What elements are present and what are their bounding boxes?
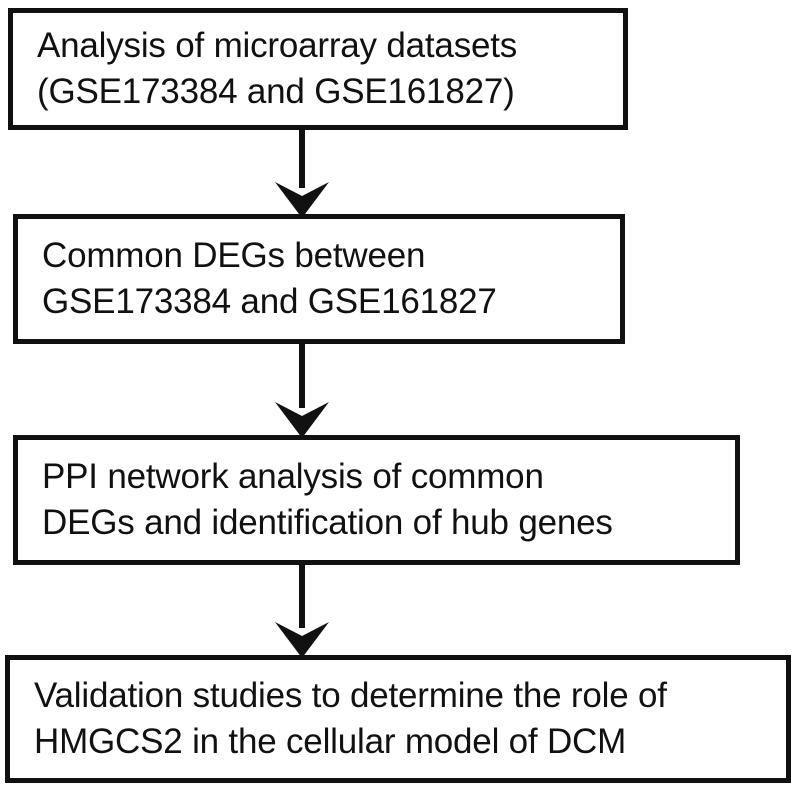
arrow-analysis-to-common-degs [275,126,329,218]
box-line-text: Validation studies to determine the role… [34,676,667,715]
box-line-text: PPI network analysis of common [42,457,544,496]
arrow-head [275,402,329,438]
box-line-text: Analysis of microarray datasets [37,26,518,65]
box-line-text: Common DEGs between [42,236,426,275]
common-degs-box: Common DEGs between GSE173384 and GSE161… [13,214,625,344]
ppi-network-analysis-box: PPI network analysis of common DEGs and … [13,435,740,565]
arrow-common-degs-to-ppi [275,340,329,438]
arrow-ppi-to-validation [275,561,329,658]
box-line-text: HMGCS2 in the cellular model of DCM [34,722,627,761]
validation-studies-box: Validation studies to determine the role… [5,655,791,783]
analysis-of-microarray-datasets-box: Analysis of microarray datasets (GSE1733… [8,8,628,130]
box-line-text: (GSE173384 and GSE161827) [37,72,515,111]
arrow-shaft [299,340,305,408]
arrow-head [275,182,329,218]
arrow-head [275,622,329,658]
box-line-text: GSE173384 and GSE161827 [42,282,497,321]
arrow-shaft [299,126,305,188]
box-line-text: DEGs and identification of hub genes [42,503,613,542]
arrow-shaft [299,561,305,628]
